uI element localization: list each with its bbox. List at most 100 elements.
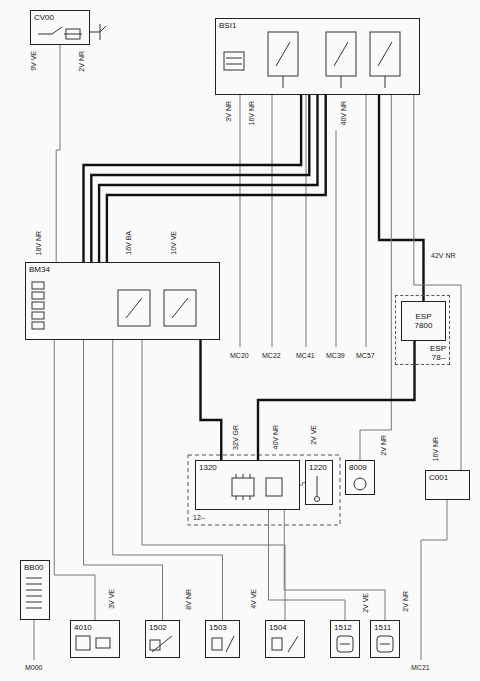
relay-symbol — [370, 32, 400, 76]
ground-wire — [34, 620, 35, 660]
component-label: 1511 — [373, 623, 392, 632]
relay-symbol — [334, 42, 348, 66]
relay-symbol — [224, 52, 244, 70]
component-symbol — [150, 640, 160, 650]
ecu-chip-symbol — [232, 478, 254, 496]
sensor-box: 8009 — [345, 460, 375, 495]
bus-wire — [379, 95, 424, 301]
ground-point: MC41 — [295, 352, 316, 360]
component-label: 1502 — [148, 623, 168, 632]
wire-code: 2V NR — [78, 50, 86, 73]
sensor-box: 1220 — [305, 460, 333, 505]
relay-symbol — [226, 58, 242, 59]
component-box: 1503 — [205, 620, 240, 658]
module-group: ESP78--ESP7800 — [395, 295, 450, 365]
control-unit-box: BSI1 — [215, 18, 420, 95]
ground-point: M000 — [24, 664, 44, 672]
switch-symbol — [38, 24, 106, 40]
relay-symbol — [32, 312, 44, 319]
ground-wire — [240, 95, 241, 347]
ecu-chip-symbol — [243, 496, 244, 500]
ground-wire — [336, 130, 337, 347]
component-label: 1504 — [268, 623, 288, 632]
component-label: 1503 — [208, 623, 228, 632]
relay-symbol — [126, 298, 142, 318]
ecu-chip-symbol — [232, 474, 282, 500]
relay-symbol — [164, 290, 196, 326]
temperature-sensor-symbol — [317, 476, 318, 496]
wire-code: 40V NR — [272, 424, 280, 451]
relay-symbol — [226, 64, 242, 65]
relay-symbol — [224, 32, 400, 88]
component-number: 7800 — [414, 321, 434, 330]
bus-wire — [107, 95, 326, 262]
wire-code: 9V VE — [30, 50, 38, 72]
ground-point: MC57 — [355, 352, 376, 360]
ground-wire — [421, 540, 422, 660]
ecu-chip-symbol — [236, 496, 237, 500]
group-outline — [188, 455, 340, 525]
ecu-chip-symbol — [266, 478, 282, 496]
wire-code: 3V NR — [225, 100, 233, 123]
temperature-sensor-symbol — [315, 476, 320, 502]
component-box: 4010 — [70, 620, 120, 658]
component-label: 8009 — [348, 463, 368, 472]
wire-code: 2V VE — [362, 592, 370, 614]
ground-point: MC22 — [261, 352, 282, 360]
wire — [269, 510, 346, 620]
connector-box: CV00 — [30, 10, 90, 45]
bus-wire — [201, 340, 222, 460]
ground-point: MC21 — [410, 664, 431, 672]
relay-symbol — [283, 76, 284, 88]
ecu-chip-symbol — [243, 474, 244, 478]
temperature-sensor-symbol — [315, 497, 320, 502]
relay-symbol — [276, 42, 290, 66]
battery-symbol — [26, 608, 42, 609]
ground-wire — [272, 95, 273, 347]
component-label: CV00 — [33, 13, 55, 22]
component-box: 1504 — [265, 620, 305, 658]
wire-code: 40V NR — [340, 100, 348, 127]
relay-symbol — [378, 42, 392, 66]
relay-symbol — [172, 298, 188, 318]
battery-symbol — [26, 584, 42, 585]
group-number: 12-- — [192, 514, 206, 522]
component-symbol — [76, 636, 90, 650]
relay-symbol — [326, 32, 356, 76]
battery-symbol — [26, 578, 42, 579]
ecu-chip-symbol — [250, 474, 251, 478]
component-symbol — [96, 638, 110, 648]
component-symbol — [380, 644, 390, 645]
component-label: BM34 — [28, 265, 51, 274]
relay-symbol — [32, 282, 44, 289]
component-label: BSI1 — [218, 21, 237, 30]
ground-wire — [366, 95, 367, 347]
component-symbol — [272, 638, 282, 650]
wire — [84, 340, 163, 620]
bus-wire — [258, 341, 415, 460]
component-label: C001 — [428, 473, 449, 482]
bus-wire — [99, 95, 317, 262]
diagnostic-socket-box: C001 — [425, 470, 470, 500]
relay-symbol — [32, 302, 44, 309]
battery-symbol — [26, 578, 42, 608]
component-symbol — [76, 636, 393, 652]
relay-symbol — [341, 76, 342, 88]
switch-symbol — [66, 29, 80, 39]
switch-symbol — [100, 26, 106, 32]
relay-symbol — [268, 32, 298, 76]
component-symbol — [226, 636, 234, 652]
wire-code: 3V VE — [108, 588, 116, 610]
switch-symbol — [64, 34, 82, 35]
ecu-chip-symbol — [236, 474, 237, 478]
battery-symbol — [26, 602, 42, 603]
component-label: 1320 — [198, 463, 218, 472]
component-symbol — [340, 644, 350, 645]
ground-wire — [34, 95, 447, 660]
wire-code: 16V BA — [125, 230, 133, 256]
wire-code: 42V NR — [430, 252, 457, 260]
wire — [414, 95, 461, 470]
bus-wire — [91, 95, 309, 262]
